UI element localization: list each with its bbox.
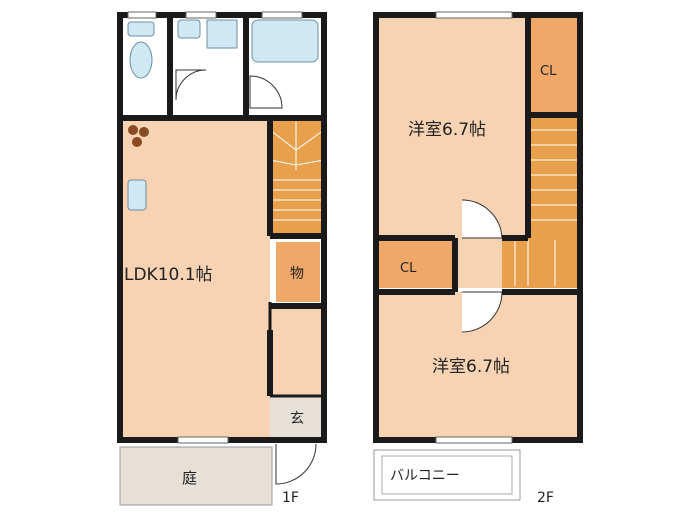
hall xyxy=(270,306,324,396)
kitchen-sink-icon xyxy=(127,179,147,211)
entrance-label: 玄 xyxy=(290,410,304,427)
bedroom-lower-label: 洋室6.7帖 xyxy=(432,357,510,377)
closet-lower xyxy=(376,240,452,288)
stove-icon xyxy=(132,137,142,147)
storage-room xyxy=(276,242,320,302)
windows-1f xyxy=(127,11,303,444)
closet-lower-label: CL xyxy=(400,261,417,276)
ldk-label: LDK10.1帖 xyxy=(124,265,213,285)
toilet xyxy=(127,21,155,79)
floor2-label: 2F xyxy=(537,490,554,506)
washer-icon xyxy=(206,19,238,49)
sink-icon xyxy=(177,19,201,39)
stairs-2f xyxy=(502,118,580,288)
kitchen-counter xyxy=(122,120,152,220)
entrance xyxy=(270,396,324,440)
bathtub-icon xyxy=(251,19,319,63)
stove-icon xyxy=(139,127,149,137)
door-swing xyxy=(461,199,503,239)
storage-label: 物 xyxy=(290,266,304,282)
toilet-icon xyxy=(129,41,153,79)
closet-upper xyxy=(528,15,580,115)
balcony-label: バルコニー xyxy=(390,468,460,484)
bathroom xyxy=(249,19,319,109)
door-swing xyxy=(249,75,283,109)
floor1-plan xyxy=(117,11,327,506)
door-swing xyxy=(461,291,503,333)
garden xyxy=(119,446,273,506)
washroom xyxy=(175,19,238,101)
front-door-swing xyxy=(275,443,317,485)
stove-icon xyxy=(128,125,138,135)
closet-upper-label: CL xyxy=(540,64,557,79)
hall-2f xyxy=(455,238,502,288)
stairs-1f xyxy=(269,118,325,236)
bedroom-upper xyxy=(376,15,528,238)
floor2-plan xyxy=(373,11,583,501)
bedroom-upper-label: 洋室6.7帖 xyxy=(408,120,486,140)
garden-label: 庭 xyxy=(182,469,197,487)
door-swing xyxy=(175,69,207,101)
floor1-label: 1F xyxy=(282,490,299,506)
windows-2f xyxy=(435,11,513,444)
